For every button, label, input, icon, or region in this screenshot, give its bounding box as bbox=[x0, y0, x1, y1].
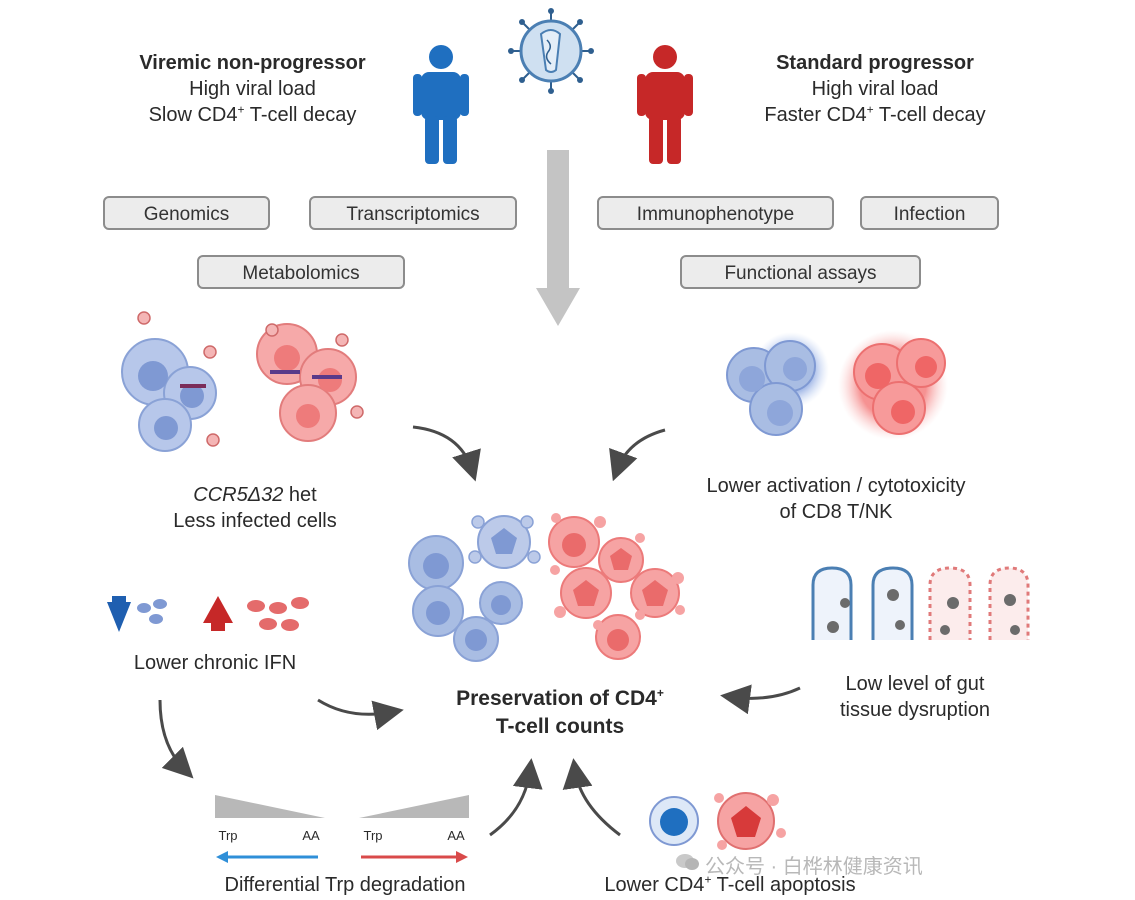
pill-immunophenotype: Immunophenotype bbox=[597, 196, 834, 230]
apoptosis-illustration bbox=[649, 792, 786, 850]
trp-degradation-label: Differential Trp degradation bbox=[224, 874, 466, 896]
center-title-line2: T-cell counts bbox=[495, 715, 625, 738]
central-cd4-cells-illustration bbox=[408, 513, 685, 662]
blue-person-icon bbox=[413, 45, 469, 164]
pill-infection: Infection bbox=[860, 196, 999, 230]
ifn-illustration bbox=[107, 596, 309, 632]
down-arrow-icon bbox=[536, 150, 580, 326]
right-profile-title: Standard progressor bbox=[776, 52, 974, 74]
trp-right-label: Trp bbox=[363, 828, 383, 843]
cd8-nk-cells-illustration bbox=[726, 330, 948, 440]
apoptosis-label: Lower CD4+ T-cell apoptosis bbox=[604, 872, 856, 896]
pill-metabolomics: Metabolomics bbox=[197, 255, 405, 289]
left-profile-title: Viremic non-progressor bbox=[139, 52, 366, 74]
pill-genomics: Genomics bbox=[103, 196, 270, 230]
trp-left-label: Trp bbox=[218, 828, 238, 843]
watermark-text: 公众号 · 白桦林健康资讯 bbox=[705, 856, 923, 878]
left-profile-line2: Slow CD4+ T-cell decay bbox=[148, 102, 357, 126]
red-person-icon bbox=[637, 45, 693, 164]
pill-transcriptomics: Transcriptomics bbox=[309, 196, 517, 230]
cd8-label-line2: of CD8 T/NK bbox=[779, 501, 893, 523]
ccr5-label-line2: Less infected cells bbox=[173, 510, 337, 532]
aa-right-label: AA bbox=[447, 828, 465, 843]
gut-tissue-illustration bbox=[811, 566, 1030, 640]
gut-label-line2: tissue dysruption bbox=[839, 699, 991, 721]
right-profile-line1: High viral load bbox=[811, 78, 939, 100]
cd8-label-line1: Lower activation / cytotoxicity bbox=[706, 475, 966, 497]
flow-arrows bbox=[158, 425, 801, 837]
ifn-label: Lower chronic IFN bbox=[133, 652, 297, 674]
aa-left-label: AA bbox=[302, 828, 320, 843]
left-profile-line1: High viral load bbox=[189, 78, 316, 100]
right-profile-line2: Faster CD4+ T-cell decay bbox=[764, 102, 986, 126]
ccr5-cells-illustration bbox=[121, 311, 364, 452]
center-title-line1: Preservation of CD4+ bbox=[456, 686, 664, 710]
trp-degradation-illustration bbox=[215, 795, 469, 863]
gut-label-line1: Low level of gut bbox=[845, 673, 985, 695]
hiv-virus-icon bbox=[508, 8, 594, 94]
pill-functional-assays: Functional assays bbox=[680, 255, 921, 289]
ccr5-label: CCR5Δ32 het bbox=[193, 484, 317, 506]
wechat-icon bbox=[676, 852, 700, 872]
